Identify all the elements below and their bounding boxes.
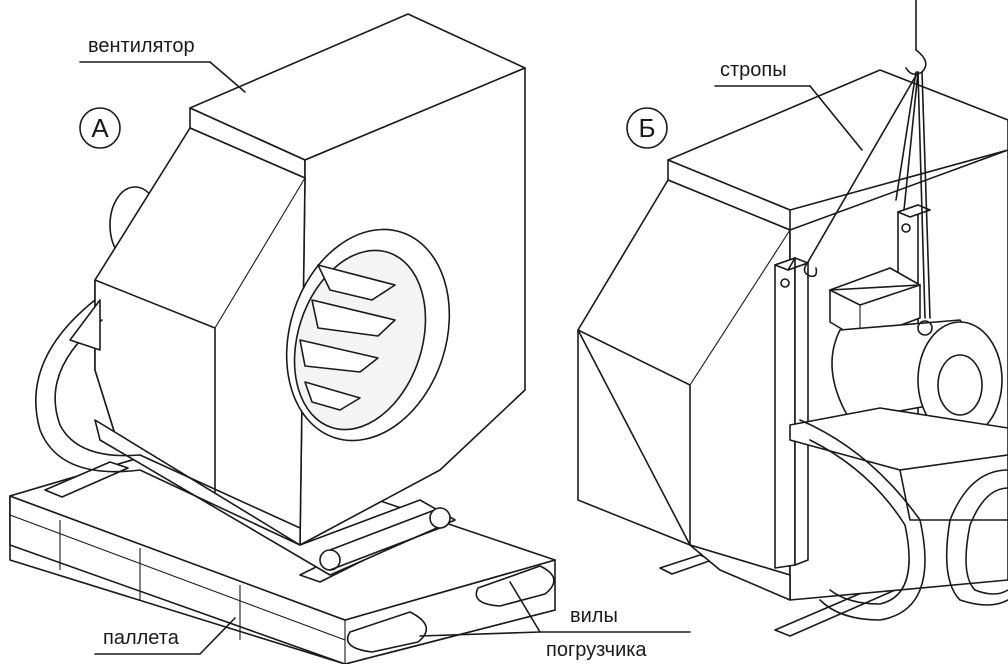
slings-hook: [803, 0, 933, 336]
figure-b: Б: [577, 0, 1008, 637]
fan-b: [577, 69, 1008, 621]
marker-b: Б: [626, 107, 668, 149]
svg-text:А: А: [91, 113, 109, 143]
figure-a: А: [9, 13, 556, 664]
label-slings: стропы: [714, 59, 863, 151]
svg-text:стропы: стропы: [720, 59, 787, 81]
forklift-forks: [346, 565, 555, 653]
svg-text:вентилятор: вентилятор: [88, 35, 195, 57]
svg-text:погрузчика: погрузчика: [546, 639, 647, 661]
marker-a: А: [79, 107, 121, 149]
label-forks: вилы погрузчика: [419, 581, 691, 661]
label-pallet: паллета: [94, 617, 236, 655]
svg-text:паллета: паллета: [103, 627, 180, 649]
svg-text:Б: Б: [638, 113, 655, 143]
fan-a: [35, 13, 526, 576]
label-fan: вентилятор: [79, 35, 246, 93]
svg-text:вилы: вилы: [570, 605, 618, 627]
